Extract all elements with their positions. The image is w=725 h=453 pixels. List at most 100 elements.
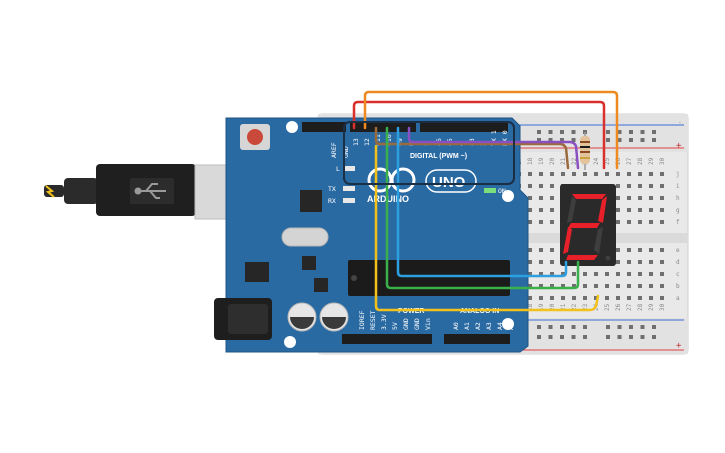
breadboard-hole[interactable] [550, 184, 554, 188]
rail-hole[interactable] [537, 138, 541, 142]
breadboard-hole[interactable] [539, 248, 543, 252]
rail-hole[interactable] [560, 325, 564, 329]
breadboard-hole[interactable] [572, 272, 576, 276]
reset-button[interactable] [247, 129, 263, 145]
breadboard-hole[interactable] [583, 172, 587, 176]
breadboard-hole[interactable] [627, 220, 631, 224]
breadboard-hole[interactable] [594, 272, 598, 276]
wire-green[interactable] [385, 126, 580, 290]
wire-blue[interactable] [396, 126, 568, 278]
breadboard-hole[interactable] [539, 184, 543, 188]
breadboard-hole[interactable] [616, 248, 620, 252]
breadboard-hole[interactable] [539, 284, 543, 288]
rail-hole[interactable] [537, 325, 541, 329]
breadboard-hole[interactable] [627, 260, 631, 264]
breadboard-hole[interactable] [638, 260, 642, 264]
rail-hole[interactable] [640, 138, 645, 142]
breadboard-hole[interactable] [583, 272, 587, 276]
breadboard-hole[interactable] [561, 296, 565, 300]
breadboard-hole[interactable] [638, 172, 642, 176]
breadboard-hole[interactable] [638, 296, 642, 300]
breadboard-hole[interactable] [561, 172, 565, 176]
wire-yellow[interactable] [374, 144, 600, 312]
breadboard-hole[interactable] [627, 184, 631, 188]
breadboard-hole[interactable] [528, 248, 532, 252]
breadboard-hole[interactable] [638, 248, 642, 252]
rail-hole[interactable] [571, 335, 576, 339]
wire-red[interactable] [352, 100, 606, 170]
breadboard-hole[interactable] [638, 208, 642, 212]
rail-hole[interactable] [617, 130, 622, 134]
breadboard-hole[interactable] [649, 260, 653, 264]
breadboard-hole[interactable] [539, 208, 543, 212]
breadboard-hole[interactable] [649, 284, 653, 288]
breadboard-hole[interactable] [528, 272, 532, 276]
rail-hole[interactable] [571, 138, 576, 142]
rail-hole[interactable] [583, 325, 587, 329]
breadboard-hole[interactable] [627, 172, 631, 176]
breadboard-hole[interactable] [528, 208, 532, 212]
breadboard-hole[interactable] [572, 172, 576, 176]
breadboard-hole[interactable] [539, 272, 543, 276]
breadboard-hole[interactable] [550, 248, 554, 252]
breadboard-hole[interactable] [594, 172, 598, 176]
breadboard-hole[interactable] [539, 260, 543, 264]
breadboard-hole[interactable] [638, 284, 642, 288]
breadboard-hole[interactable] [605, 296, 609, 300]
breadboard-hole[interactable] [649, 172, 653, 176]
breadboard-hole[interactable] [649, 272, 653, 276]
breadboard-hole[interactable] [539, 296, 543, 300]
breadboard-hole[interactable] [528, 196, 532, 200]
breadboard-hole[interactable] [627, 272, 631, 276]
breadboard-hole[interactable] [550, 172, 554, 176]
rail-hole[interactable] [652, 138, 656, 142]
breadboard-hole[interactable] [605, 172, 609, 176]
breadboard-hole[interactable] [539, 172, 543, 176]
wires[interactable] [352, 90, 619, 312]
breadboard-hole[interactable] [649, 184, 653, 188]
breadboard-hole[interactable] [616, 272, 620, 276]
breadboard-hole[interactable] [649, 248, 653, 252]
rail-hole[interactable] [617, 138, 622, 142]
breadboard-hole[interactable] [539, 196, 543, 200]
breadboard-hole[interactable] [660, 196, 664, 200]
breadboard-hole[interactable] [550, 196, 554, 200]
breadboard-hole[interactable] [627, 208, 631, 212]
breadboard-hole[interactable] [594, 296, 598, 300]
breadboard-hole[interactable] [550, 208, 554, 212]
breadboard-hole[interactable] [649, 208, 653, 212]
breadboard-hole[interactable] [660, 248, 664, 252]
breadboard-hole[interactable] [605, 272, 609, 276]
breadboard-hole[interactable] [528, 284, 532, 288]
breadboard-hole[interactable] [616, 196, 620, 200]
rail-hole[interactable] [606, 325, 610, 329]
breadboard-hole[interactable] [528, 260, 532, 264]
rail-hole[interactable] [606, 130, 610, 134]
breadboard-hole[interactable] [583, 296, 587, 300]
breadboard-hole[interactable] [528, 184, 532, 188]
breadboard-hole[interactable] [594, 284, 598, 288]
breadboard-hole[interactable] [561, 272, 565, 276]
breadboard-hole[interactable] [572, 284, 576, 288]
breadboard-hole[interactable] [638, 196, 642, 200]
breadboard-hole[interactable] [660, 184, 664, 188]
rail-hole[interactable] [617, 325, 622, 329]
breadboard-hole[interactable] [638, 220, 642, 224]
rail-hole[interactable] [537, 335, 541, 339]
breadboard-hole[interactable] [638, 272, 642, 276]
rail-hole[interactable] [629, 335, 633, 339]
breadboard-hole[interactable] [649, 196, 653, 200]
breadboard-hole[interactable] [583, 284, 587, 288]
rail-hole[interactable] [652, 335, 656, 339]
rail-hole[interactable] [652, 130, 656, 134]
breadboard-hole[interactable] [616, 296, 620, 300]
wire-purple[interactable] [407, 126, 580, 170]
breadboard-hole[interactable] [550, 272, 554, 276]
breadboard-hole[interactable] [660, 172, 664, 176]
breadboard-hole[interactable] [616, 284, 620, 288]
breadboard-hole[interactable] [660, 208, 664, 212]
breadboard-hole[interactable] [627, 284, 631, 288]
breadboard-hole[interactable] [660, 220, 664, 224]
breadboard-hole[interactable] [550, 296, 554, 300]
rail-hole[interactable] [560, 335, 564, 339]
